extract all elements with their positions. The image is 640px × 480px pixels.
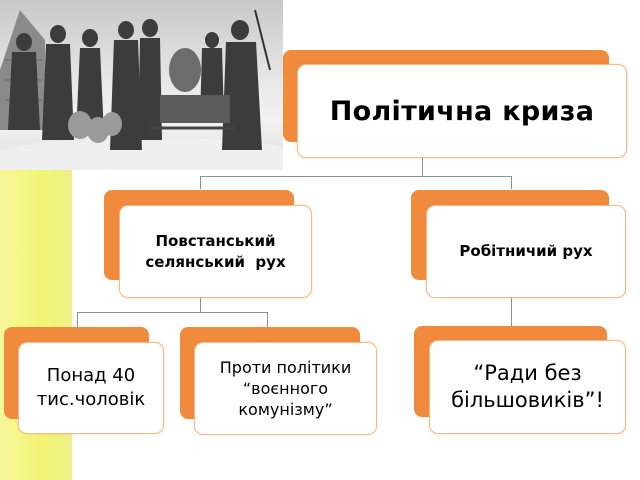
branch-2-label: Робітничий рух [459, 242, 593, 260]
historical-illustration [0, 0, 283, 170]
child-1-1-line2: тис.чоловік [36, 389, 146, 410]
branch-1-label-line1: Повстанський [155, 231, 276, 250]
connector-branch1-horizontal [77, 312, 268, 313]
connector-root-horizontal [200, 176, 512, 177]
child-2-1-line2: більшовиків”! [451, 388, 604, 412]
child-1-1-node: Понад 40 тис.чоловік [18, 342, 164, 434]
child-2-1-line1: “Ради без [473, 361, 582, 385]
connector-child2-drop [267, 312, 268, 328]
child-1-2-node: Проти політики “воєнного комунізму” [194, 342, 377, 435]
root-node: Політична криза [297, 64, 627, 158]
child-1-2-line3: комунізму” [238, 400, 333, 419]
child-2-1-node: “Ради без більшовиків”! [429, 340, 626, 434]
branch-1-label-line2: селянський рух [145, 252, 286, 271]
child-1-2-line2: “воєнного [242, 379, 329, 398]
connector-branch2-drop [511, 176, 512, 189]
connector-root-down [422, 157, 423, 177]
branch-2-node: Робітничий рух [426, 205, 626, 298]
child-1-2-line1: Проти політики [219, 358, 352, 377]
connector-branch1-down [200, 297, 201, 313]
connector-branch1-drop [200, 176, 201, 189]
connector-child1-drop [77, 312, 78, 328]
connector-branch2-down [511, 297, 512, 327]
illustration-drawing [0, 9, 283, 170]
branch-1-node: Повстанський селянський рух [119, 205, 312, 298]
root-node-label: Політична криза [329, 95, 595, 127]
child-1-1-line1: Понад 40 [46, 365, 136, 386]
